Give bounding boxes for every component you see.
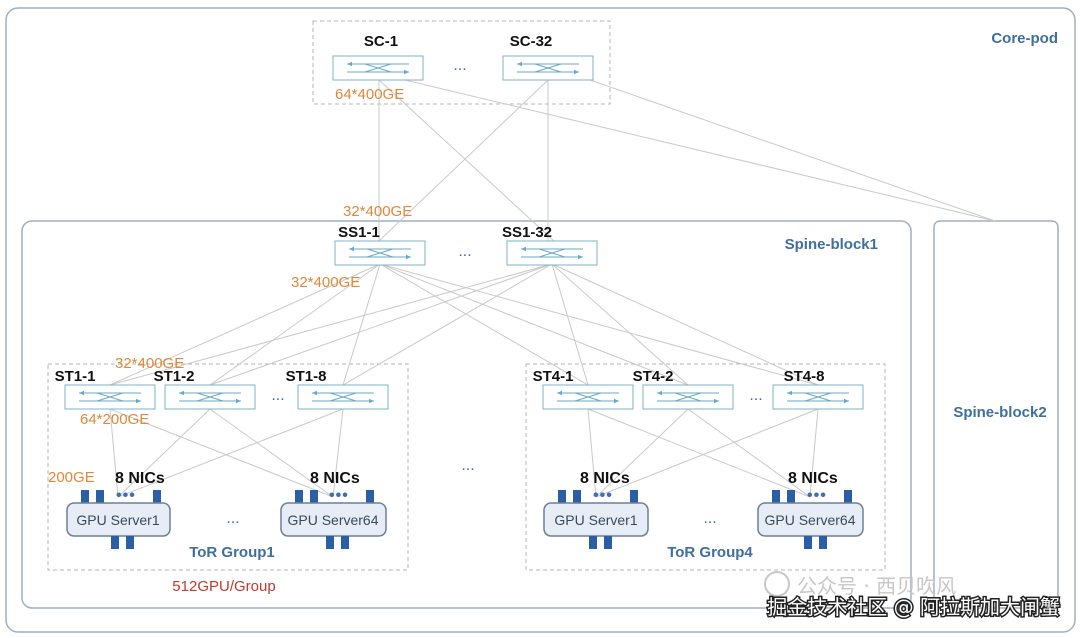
super-core-switch-sc32 [502,55,594,81]
tor-switch-st1-2 [164,384,256,410]
ss-downlink-label: 32*400GE [291,274,360,291]
group1-server1-nics-label: 8 NICs [115,470,165,487]
group4-server64-nic-dots: ••• [807,487,827,504]
tor-downlink-label: 64*200GE [80,411,149,428]
nic-speed-label: 200GE [48,469,95,486]
st4-1-label: ST4-1 [533,368,574,385]
spine-block1-container [21,220,912,609]
core-pod-title: Core-pod [991,30,1058,47]
watermark-primary-text: 掘金技术社区 @ 阿拉斯加大闸蟹 [767,595,1060,619]
gpu-count-label: 512GPU/Group [172,578,275,595]
group4-server1-nic-dots: ••• [593,487,613,504]
gpu-server-group1-server64 [280,490,387,549]
sc1-label: SC-1 [364,33,398,50]
tor-switch-st4-8 [772,384,864,410]
st4-2-label: ST4-2 [633,368,674,385]
st1-8-label: ST1-8 [286,368,327,385]
group4-server-ellipsis: ... [703,510,716,527]
st1-1-label: ST1-1 [55,368,96,385]
spine-block2-container [933,220,1059,609]
watermark: 公众号 · 西贝吹风 掘金技术社区 @ 阿拉斯加大闸蟹 [764,571,1062,621]
network-links [109,79,996,498]
ss1-1-label: SS1-1 [338,224,380,241]
tor-group1-box [47,363,409,571]
sc-ellipsis: ... [453,57,466,74]
sc-link-label: 64*400GE [335,86,404,103]
group1-server-ellipsis: ... [226,510,239,527]
tor-switch-st4-2 [642,384,734,410]
tor-switch-st1-8 [297,384,389,410]
group4-server1-nics-label: 8 NICs [580,470,630,487]
group1-server1-label: GPU Server1 [76,512,159,528]
group1-server64-nic-dots: ••• [329,487,349,504]
ss-uplink-label: 32*400GE [343,203,412,220]
super-core-switch-sc1 [332,55,424,81]
group4-server64-label: GPU Server64 [764,512,855,528]
tor-group4-box [525,363,886,571]
gpu-server-group4-server64 [757,490,864,549]
ss1-32-label: SS1-32 [502,224,552,241]
group4-tor-ellipsis: ... [749,387,762,404]
tor-uplink-label: 32*400GE [115,355,184,372]
st4-8-label: ST4-8 [784,368,825,385]
gpu-server-group1-server1 [66,490,171,549]
core-pod-container [5,7,1076,633]
group4-server64-nics-label: 8 NICs [788,470,838,487]
wechat-icon [764,571,790,597]
super-core-group-box [312,20,611,105]
super-spine-switch-ss1-32 [506,240,598,266]
tor-group4-title: ToR Group4 [667,544,753,561]
group1-server1-nic-dots: ••• [116,487,136,504]
spine-block2-title: Spine-block2 [953,404,1046,421]
group1-tor-ellipsis: ... [271,387,284,404]
tor-switch-st1-1 [64,384,156,410]
group1-server64-label: GPU Server64 [287,512,378,528]
gpu-server-group4-server1 [543,490,649,549]
watermark-faint-text: 公众号 · 西贝吹风 [797,574,956,598]
sc32-label: SC-32 [510,33,553,50]
super-spine-switch-ss1-1 [334,240,426,266]
between-groups-ellipsis: ... [461,457,474,474]
tor-group1-title: ToR Group1 [189,544,275,561]
spine-block1-title: Spine-block1 [785,236,878,253]
group4-server1-label: GPU Server1 [554,512,637,528]
tor-switch-st4-1 [542,384,634,410]
st1-2-label: ST1-2 [154,368,195,385]
ss-ellipsis: ... [458,243,471,260]
group1-server64-nics-label: 8 NICs [310,470,360,487]
